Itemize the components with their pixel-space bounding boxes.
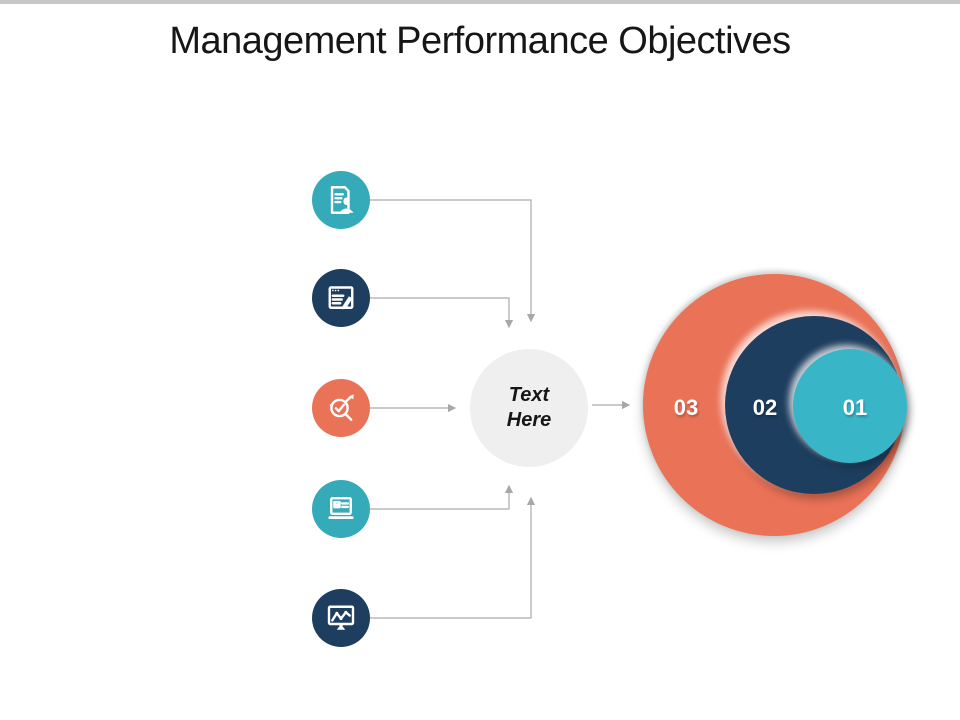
report-person-icon <box>312 171 370 229</box>
page-title: Management Performance Objectives <box>169 20 791 62</box>
search-growth-icon <box>312 379 370 437</box>
center-hub-label: Text Here <box>506 384 552 431</box>
laptop-checklist-icon <box>312 480 370 538</box>
center-hub-circle: Text Here <box>470 349 588 467</box>
venn-label-01: 01 <box>842 395 868 420</box>
venn-label-03: 03 <box>673 395 699 420</box>
venn-circle-01 <box>793 349 907 463</box>
venn-label-02: 02 <box>752 395 778 420</box>
top-accent-bar <box>0 0 960 4</box>
edit-window-icon <box>312 269 370 327</box>
monitor-graph-icon <box>312 589 370 647</box>
